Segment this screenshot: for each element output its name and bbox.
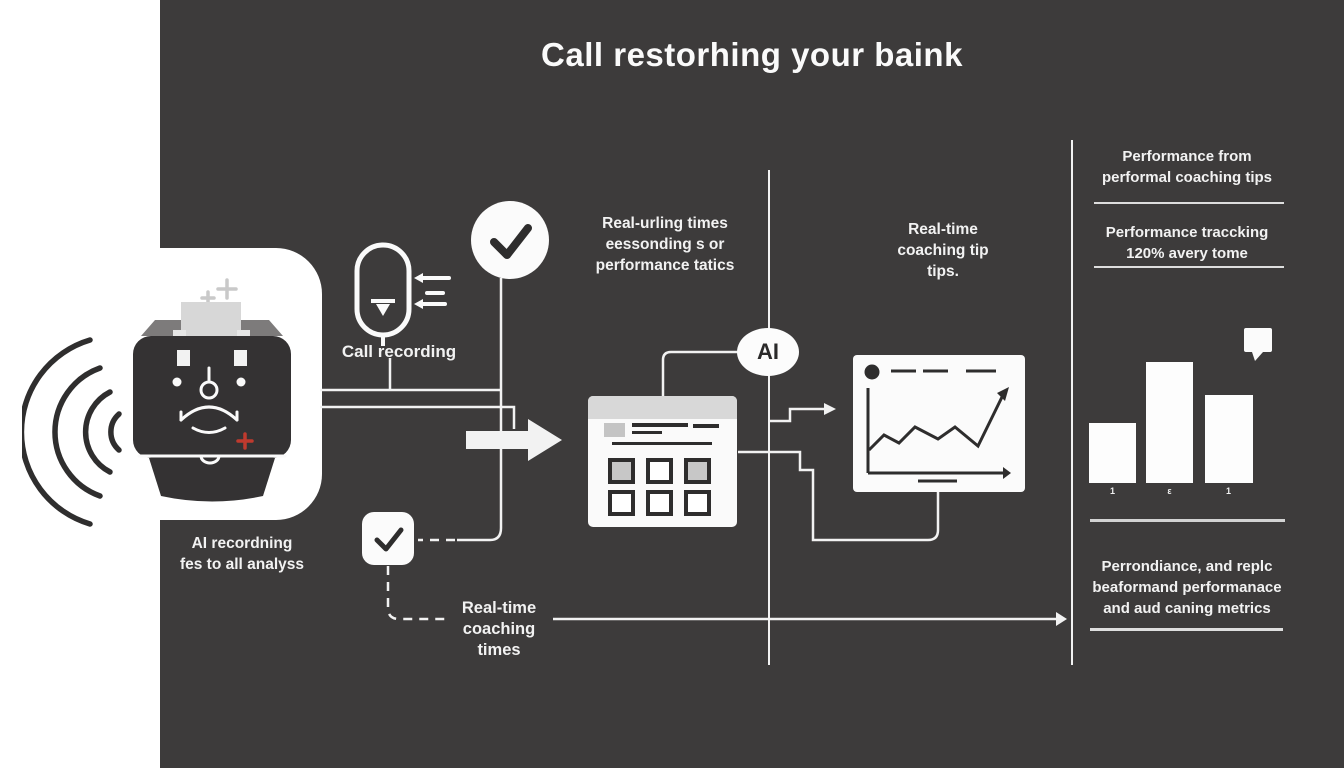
- device-caption: AI recordning fes to all analyss: [179, 535, 305, 573]
- window-titlebar: [588, 396, 737, 419]
- divider-rule-2: [1094, 266, 1284, 268]
- check-circle-icon: [471, 201, 549, 279]
- window-grid-icon: [588, 396, 737, 527]
- check-square-icon: [362, 512, 414, 565]
- bar-3: [1205, 395, 1253, 483]
- bar-label-2: ε: [1167, 486, 1172, 496]
- bar-2: [1146, 362, 1193, 483]
- analysis-note: Real-urling times eessonding s or perfor…: [595, 215, 735, 274]
- coaching-note: Real-time coaching tip tips.: [897, 221, 989, 280]
- page-title: Call restorhing your baink: [541, 36, 963, 73]
- call-recording-icon: [354, 242, 451, 346]
- bar-1: [1089, 423, 1136, 483]
- realtime-note: Real-time coaching times: [461, 599, 537, 659]
- bar-label-3: 1: [1225, 486, 1231, 496]
- ai-badge: AI: [737, 328, 799, 376]
- bar-label-1: 1: [1109, 486, 1115, 496]
- device-robot-icon: [133, 278, 291, 502]
- performance-block-3: Perrondiance, and replc beaformand perfo…: [1092, 558, 1282, 617]
- transfer-arrows-icon: [421, 276, 451, 306]
- performance-block-1: Performance from performal coaching tips: [1101, 148, 1273, 186]
- bar-chart-underline: [1090, 519, 1285, 522]
- sparkles-icon: [200, 278, 238, 306]
- divider-rule-1: [1094, 202, 1284, 204]
- divider-rule-3: [1090, 628, 1283, 631]
- call-recording-label: Call recording: [341, 342, 457, 361]
- bar-chart: [1089, 362, 1253, 483]
- performance-block-2: Performance traccking 120% avery tome: [1105, 224, 1269, 262]
- speech-bubble-icon: [1244, 328, 1272, 361]
- line-chart-icon: [853, 355, 1025, 492]
- red-sparkle-icon: [236, 432, 254, 450]
- sound-waves-icon: [22, 337, 122, 527]
